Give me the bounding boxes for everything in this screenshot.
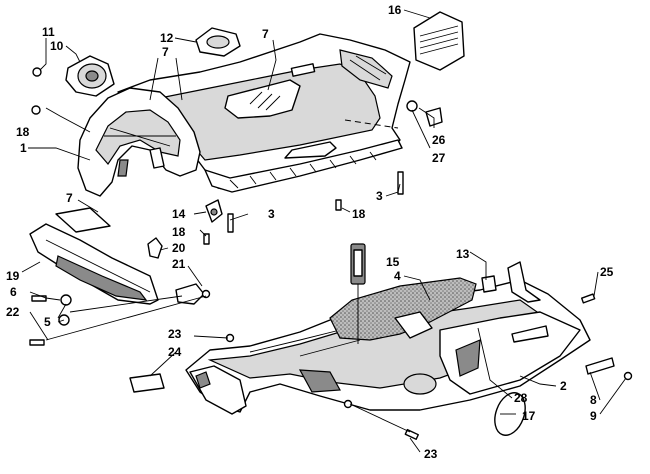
callout-7: 7 <box>66 191 73 205</box>
callout-8: 8 <box>590 393 597 407</box>
callout-3: 3 <box>268 207 275 221</box>
callout-16: 16 <box>388 3 402 17</box>
callout-15: 15 <box>386 255 400 269</box>
callout-27: 27 <box>432 151 446 165</box>
callout-12: 12 <box>160 31 174 45</box>
callout-19: 19 <box>6 269 20 283</box>
clip-part <box>147 237 163 259</box>
callout-9: 9 <box>590 409 597 423</box>
callout-21: 21 <box>172 257 186 271</box>
callout-14: 14 <box>172 207 186 221</box>
mount-plate-part <box>175 283 205 305</box>
callout-13: 13 <box>456 247 470 261</box>
callout-1: 1 <box>20 141 27 155</box>
callout-labels: 11 10 12 7 7 16 18 1 26 27 3 18 7 14 3 1… <box>6 3 614 461</box>
callout-6: 6 <box>10 285 17 299</box>
callout-28: 28 <box>514 391 528 405</box>
callout-10: 10 <box>50 39 64 53</box>
side-trim-part <box>29 223 159 305</box>
callout-20: 20 <box>172 241 186 255</box>
callout-23: 23 <box>424 447 438 461</box>
callout-18: 18 <box>16 125 30 139</box>
callout-5: 5 <box>44 315 51 329</box>
bracket-part <box>205 199 223 223</box>
strap-part <box>350 243 366 344</box>
callout-22: 22 <box>6 305 20 319</box>
callout-3: 3 <box>376 189 383 203</box>
nameplate-part <box>585 357 615 375</box>
fasteners-upper <box>29 67 443 346</box>
callout-24: 24 <box>168 345 182 359</box>
callout-2: 2 <box>560 379 567 393</box>
left-cowl-shell <box>77 87 201 197</box>
callout-23: 23 <box>168 327 182 341</box>
callout-17: 17 <box>522 409 536 423</box>
callout-11: 11 <box>42 25 55 39</box>
leader-lines <box>21 9 627 453</box>
screw-part <box>623 371 633 381</box>
gauge-pod-part <box>65 55 115 97</box>
louvred-vent-part <box>413 11 465 71</box>
fasteners-lower <box>225 275 596 440</box>
foam-panel-part <box>329 277 477 341</box>
bumper-clip-part <box>129 373 165 393</box>
callout-7: 7 <box>262 27 269 41</box>
callout-18: 18 <box>172 225 186 239</box>
callout-4: 4 <box>394 269 401 283</box>
callout-25: 25 <box>600 265 614 279</box>
belly-pan <box>185 261 591 415</box>
vent-cover-part <box>195 27 241 57</box>
callout-7: 7 <box>162 45 169 59</box>
callout-18: 18 <box>352 207 366 221</box>
callout-26: 26 <box>432 133 446 147</box>
decal-part <box>55 207 111 233</box>
